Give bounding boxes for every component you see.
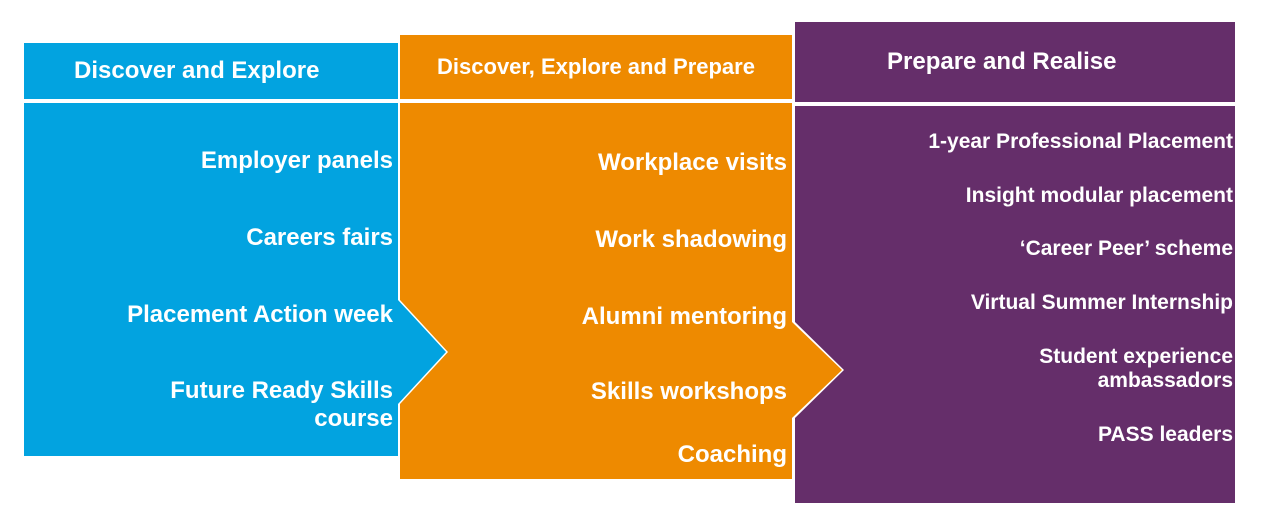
header-band-prepare-realise [795, 22, 1235, 102]
column-header-discover-explore: Discover and Explore [74, 57, 320, 84]
item-pass-leaders: PASS leaders [1097, 423, 1233, 446]
item-careers-fairs: Careers fairs [246, 224, 393, 251]
item-student-experience-ambassadors: Student experience ambassadors [1039, 345, 1233, 393]
item-work-shadowing: Work shadowing [595, 226, 787, 253]
item-professional-placement: 1-year Professional Placement [928, 130, 1233, 153]
item-skills-workshops: Skills workshops [590, 378, 787, 405]
item-future-ready-skills: Future Ready Skills course [170, 377, 393, 432]
column-header-prepare-realise: Prepare and Realise [887, 48, 1117, 75]
item-employer-panels: Employer panels [200, 147, 393, 174]
column-body-discover-explore-prepare [400, 103, 842, 479]
item-coaching: Coaching [677, 441, 787, 468]
item-insight-modular-placement: Insight modular placement [965, 184, 1233, 207]
item-workplace-visits: Workplace visits [598, 149, 787, 176]
header-band-discover-explore [24, 43, 398, 99]
item-placement-action-week: Placement Action week [127, 301, 393, 328]
column-body-prepare-realise [795, 106, 1235, 503]
header-band-discover-explore-prepare [400, 35, 792, 99]
item-future-ready-skills-line-1: Future Ready Skills course [170, 377, 393, 432]
item-virtual-summer-internship: Virtual Summer Internship [970, 291, 1233, 314]
item-career-peer-scheme: ‘Career Peer’ scheme [1019, 237, 1233, 260]
column-body-discover-explore [24, 103, 446, 456]
item-alumni-mentoring: Alumni mentoring [581, 303, 787, 330]
column-header-discover-explore-prepare: Discover, Explore and Prepare [437, 54, 755, 79]
